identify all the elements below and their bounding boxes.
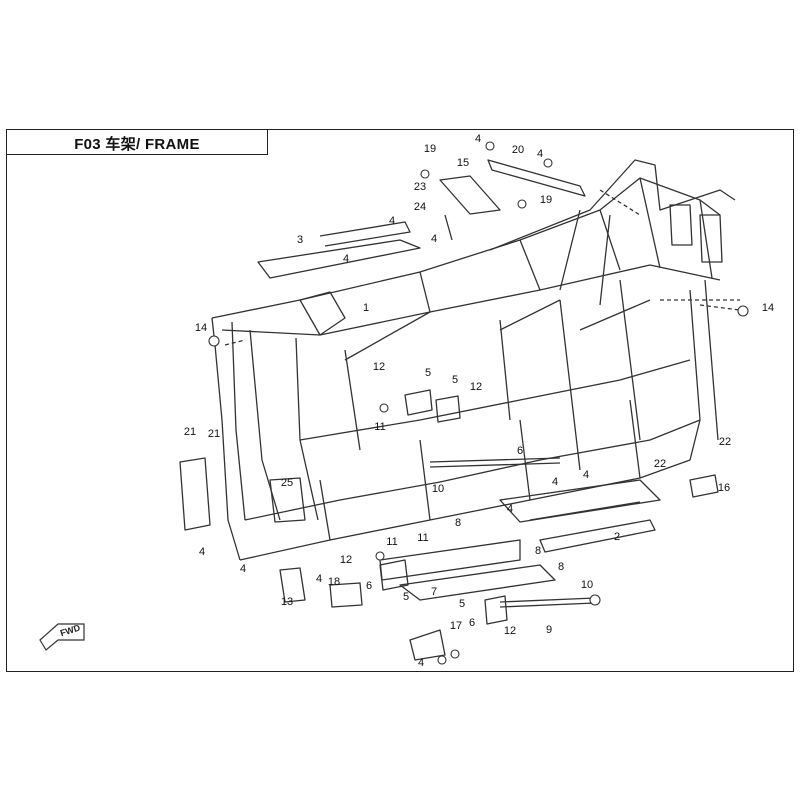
callout-c14b: 14 (762, 302, 774, 314)
callout-c12c: 12 (340, 554, 352, 566)
callout-c10b: 10 (581, 579, 593, 591)
callout-c25: 25 (281, 477, 293, 489)
callout-c11c: 11 (417, 532, 428, 544)
callout-c10a: 10 (432, 483, 444, 495)
callout-c21a: 21 (184, 426, 196, 438)
callout-c8a: 8 (455, 517, 461, 529)
fwd-arrow: FWD (39, 622, 85, 651)
callout-c16: 16 (718, 482, 730, 494)
callout-c22a: 22 (719, 436, 731, 448)
callout-c4k: 4 (316, 573, 322, 585)
callout-c4l: 4 (418, 657, 424, 669)
callout-c12a: 12 (373, 361, 385, 373)
callout-c3: 3 (297, 234, 303, 246)
callout-c7: 7 (431, 586, 437, 598)
callout-c4b: 4 (537, 148, 543, 160)
callout-c9: 9 (546, 624, 552, 636)
callout-c8c: 8 (558, 561, 564, 573)
callout-c6c: 6 (469, 617, 475, 629)
callout-c5d: 5 (459, 598, 465, 610)
callout-c6a: 6 (517, 445, 523, 457)
callout-c13: 13 (281, 596, 293, 608)
callout-c6b: 6 (366, 580, 372, 592)
callout-c21b: 21 (208, 428, 220, 440)
callout-c4a: 4 (475, 133, 481, 145)
callout-c4g: 4 (552, 476, 558, 488)
callout-c14a: 14 (195, 322, 207, 334)
callout-c19b: 19 (540, 194, 552, 206)
callout-c1: 1 (363, 302, 369, 314)
drawing-border (6, 129, 794, 672)
callout-c4f: 4 (583, 469, 589, 481)
callout-c5a: 5 (425, 367, 431, 379)
callout-c15: 15 (457, 157, 469, 169)
title-box: F03 车架/ FRAME (6, 129, 268, 155)
callout-c8b: 8 (535, 545, 541, 557)
callout-c22b: 22 (654, 458, 666, 470)
callout-c5b: 5 (452, 374, 458, 386)
callout-c19a: 19 (424, 143, 436, 155)
callout-c12b: 12 (470, 381, 482, 393)
callout-c4c: 4 (389, 215, 395, 227)
callout-c20: 20 (512, 144, 524, 156)
callout-c5c: 5 (403, 591, 409, 603)
callout-c12d: 12 (504, 625, 516, 637)
callout-c4e: 4 (343, 253, 349, 265)
callout-c24: 24 (414, 201, 426, 213)
diagram-title: F03 车架/ FRAME (74, 136, 200, 153)
callout-c11a: 11 (374, 421, 385, 433)
callout-c4d: 4 (431, 233, 437, 245)
callout-c18: 18 (328, 576, 340, 588)
callout-c23: 23 (414, 181, 426, 193)
callout-c2: 2 (614, 531, 620, 543)
callout-c4h: 4 (507, 503, 513, 515)
callout-c17: 17 (450, 620, 462, 632)
callout-c4j: 4 (240, 563, 246, 575)
frame-tubes (179, 159, 741, 661)
fasteners (208, 141, 749, 665)
callout-c4i: 4 (199, 546, 205, 558)
callout-c11b: 11 (386, 536, 397, 548)
